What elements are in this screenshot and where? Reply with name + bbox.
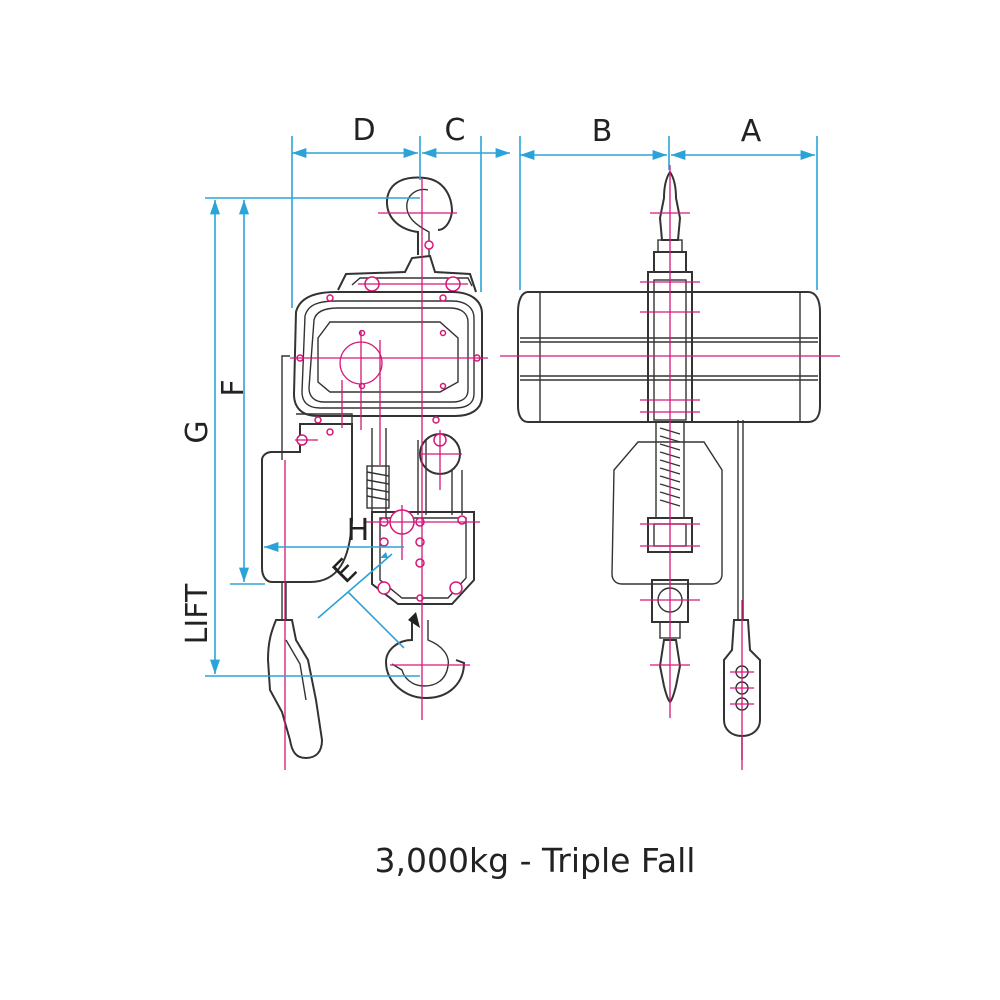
dimension-label-h: H [347, 513, 370, 548]
suspension-yoke [337, 254, 477, 293]
lifting-chain [366, 428, 463, 520]
caption: 3,000kg - Triple Fall [375, 841, 696, 880]
front-centerlines [284, 178, 488, 770]
motor-housing [281, 291, 483, 460]
dimension-label-b: B [592, 114, 613, 149]
dimension-label-d: D [352, 113, 375, 148]
pendant-switch [266, 582, 324, 760]
side-view [500, 165, 840, 770]
extension-line-e [347, 591, 405, 649]
dimension-labels: D C B A G F H E LIFT [180, 113, 762, 644]
motor-cylinder [517, 271, 821, 423]
front-view [261, 176, 488, 770]
dimension-label-f: F [216, 379, 251, 396]
side-control-box [611, 441, 723, 585]
top-hook [385, 176, 454, 255]
dimension-label-a: A [741, 114, 762, 149]
dimension-lines [205, 136, 818, 677]
side-centerlines [500, 165, 840, 770]
bottom-hook [384, 612, 466, 700]
dimension-label-c: C [445, 113, 466, 148]
dimension-line-e [317, 553, 393, 619]
dimension-label-g: G [180, 420, 215, 443]
dimension-label-lift: LIFT [180, 583, 215, 644]
dimension-label-e: E [326, 552, 364, 590]
